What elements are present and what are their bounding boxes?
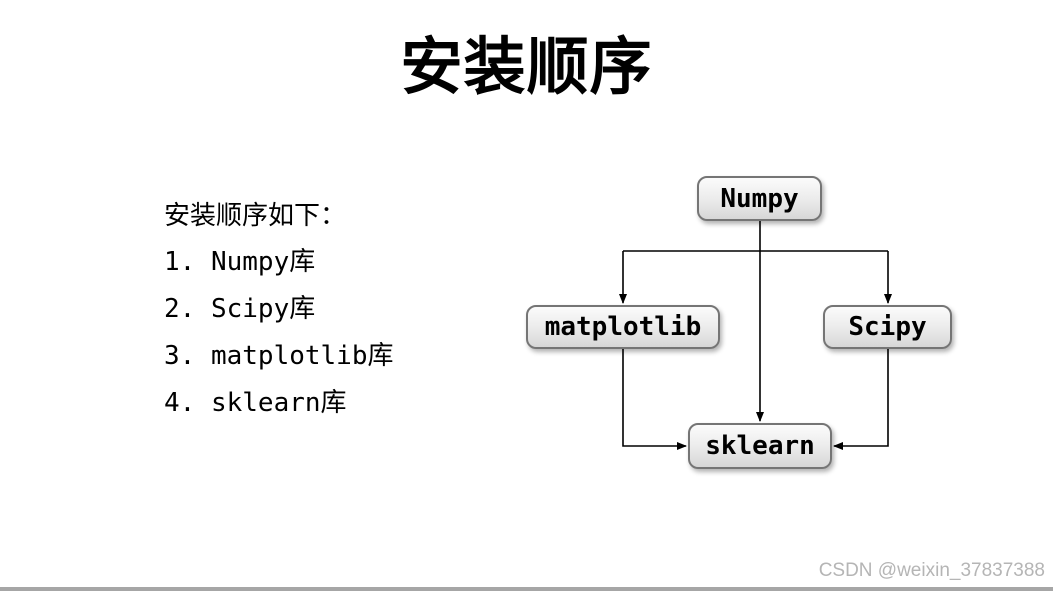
node-numpy: Numpy (697, 176, 822, 221)
list-intro: 安装顺序如下： (164, 200, 347, 230)
connector-lines (619, 221, 892, 450)
node-sklearn: sklearn (688, 423, 832, 469)
list-item: 1. Numpy库 (164, 247, 316, 277)
list-item: 3. matplotlib库 (164, 341, 394, 371)
bottom-divider (0, 587, 1053, 591)
watermark: CSDN @weixin_37837388 (818, 560, 1045, 581)
node-matplotlib-label: matplotlib (544, 312, 702, 342)
dependency-diagram: Numpy matplotlib Scipy sklearn (500, 160, 970, 490)
install-order-list: 安装顺序如下： 1. Numpy库 2. Scipy库 3. matplotli… (164, 198, 394, 420)
node-numpy-label: Numpy (720, 183, 799, 214)
slide-title: 安装顺序 (400, 33, 653, 102)
node-sklearn-label: sklearn (705, 431, 815, 461)
node-scipy-label: Scipy (848, 312, 927, 342)
list-item: 4. sklearn库 (164, 388, 347, 418)
node-matplotlib: matplotlib (526, 305, 720, 349)
list-item: 2. Scipy库 (164, 294, 316, 324)
node-scipy: Scipy (823, 305, 952, 349)
